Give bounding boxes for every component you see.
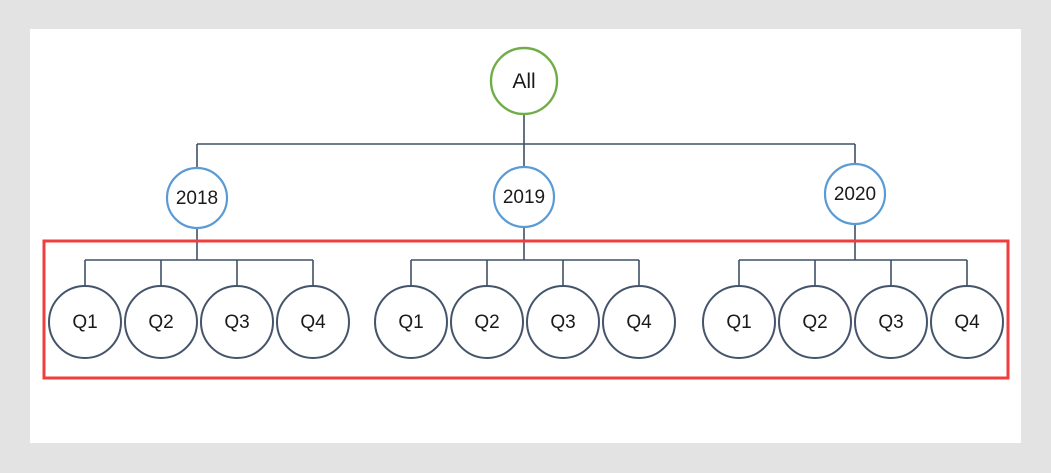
node-2019-q3[interactable] bbox=[526, 285, 600, 359]
quarter-nodes-2020 bbox=[702, 285, 1004, 359]
connector-group-2018 bbox=[84, 228, 314, 286]
connector-group-2019 bbox=[410, 227, 640, 286]
node-all[interactable] bbox=[489, 46, 559, 116]
node-2018-q4[interactable] bbox=[276, 285, 350, 359]
node-2020[interactable] bbox=[823, 162, 887, 226]
node-2019-q2[interactable] bbox=[450, 285, 524, 359]
node-2019-q1[interactable] bbox=[374, 285, 448, 359]
node-2018-q2[interactable] bbox=[124, 285, 198, 359]
node-2019[interactable] bbox=[492, 165, 556, 229]
node-2020-q1[interactable] bbox=[702, 285, 776, 359]
node-2018[interactable] bbox=[165, 166, 229, 230]
quarter-nodes-2018 bbox=[48, 285, 350, 359]
connector-group-root bbox=[196, 114, 856, 168]
highlight-box-quarters bbox=[42, 239, 1010, 380]
node-2020-q3[interactable] bbox=[854, 285, 928, 359]
node-2020-q4[interactable] bbox=[930, 285, 1004, 359]
connector-group-2020 bbox=[738, 224, 968, 286]
node-2018-q1[interactable] bbox=[48, 285, 122, 359]
node-2020-q2[interactable] bbox=[778, 285, 852, 359]
node-2018-q3[interactable] bbox=[200, 285, 274, 359]
node-2019-q4[interactable] bbox=[602, 285, 676, 359]
quarter-nodes-2019 bbox=[374, 285, 676, 359]
